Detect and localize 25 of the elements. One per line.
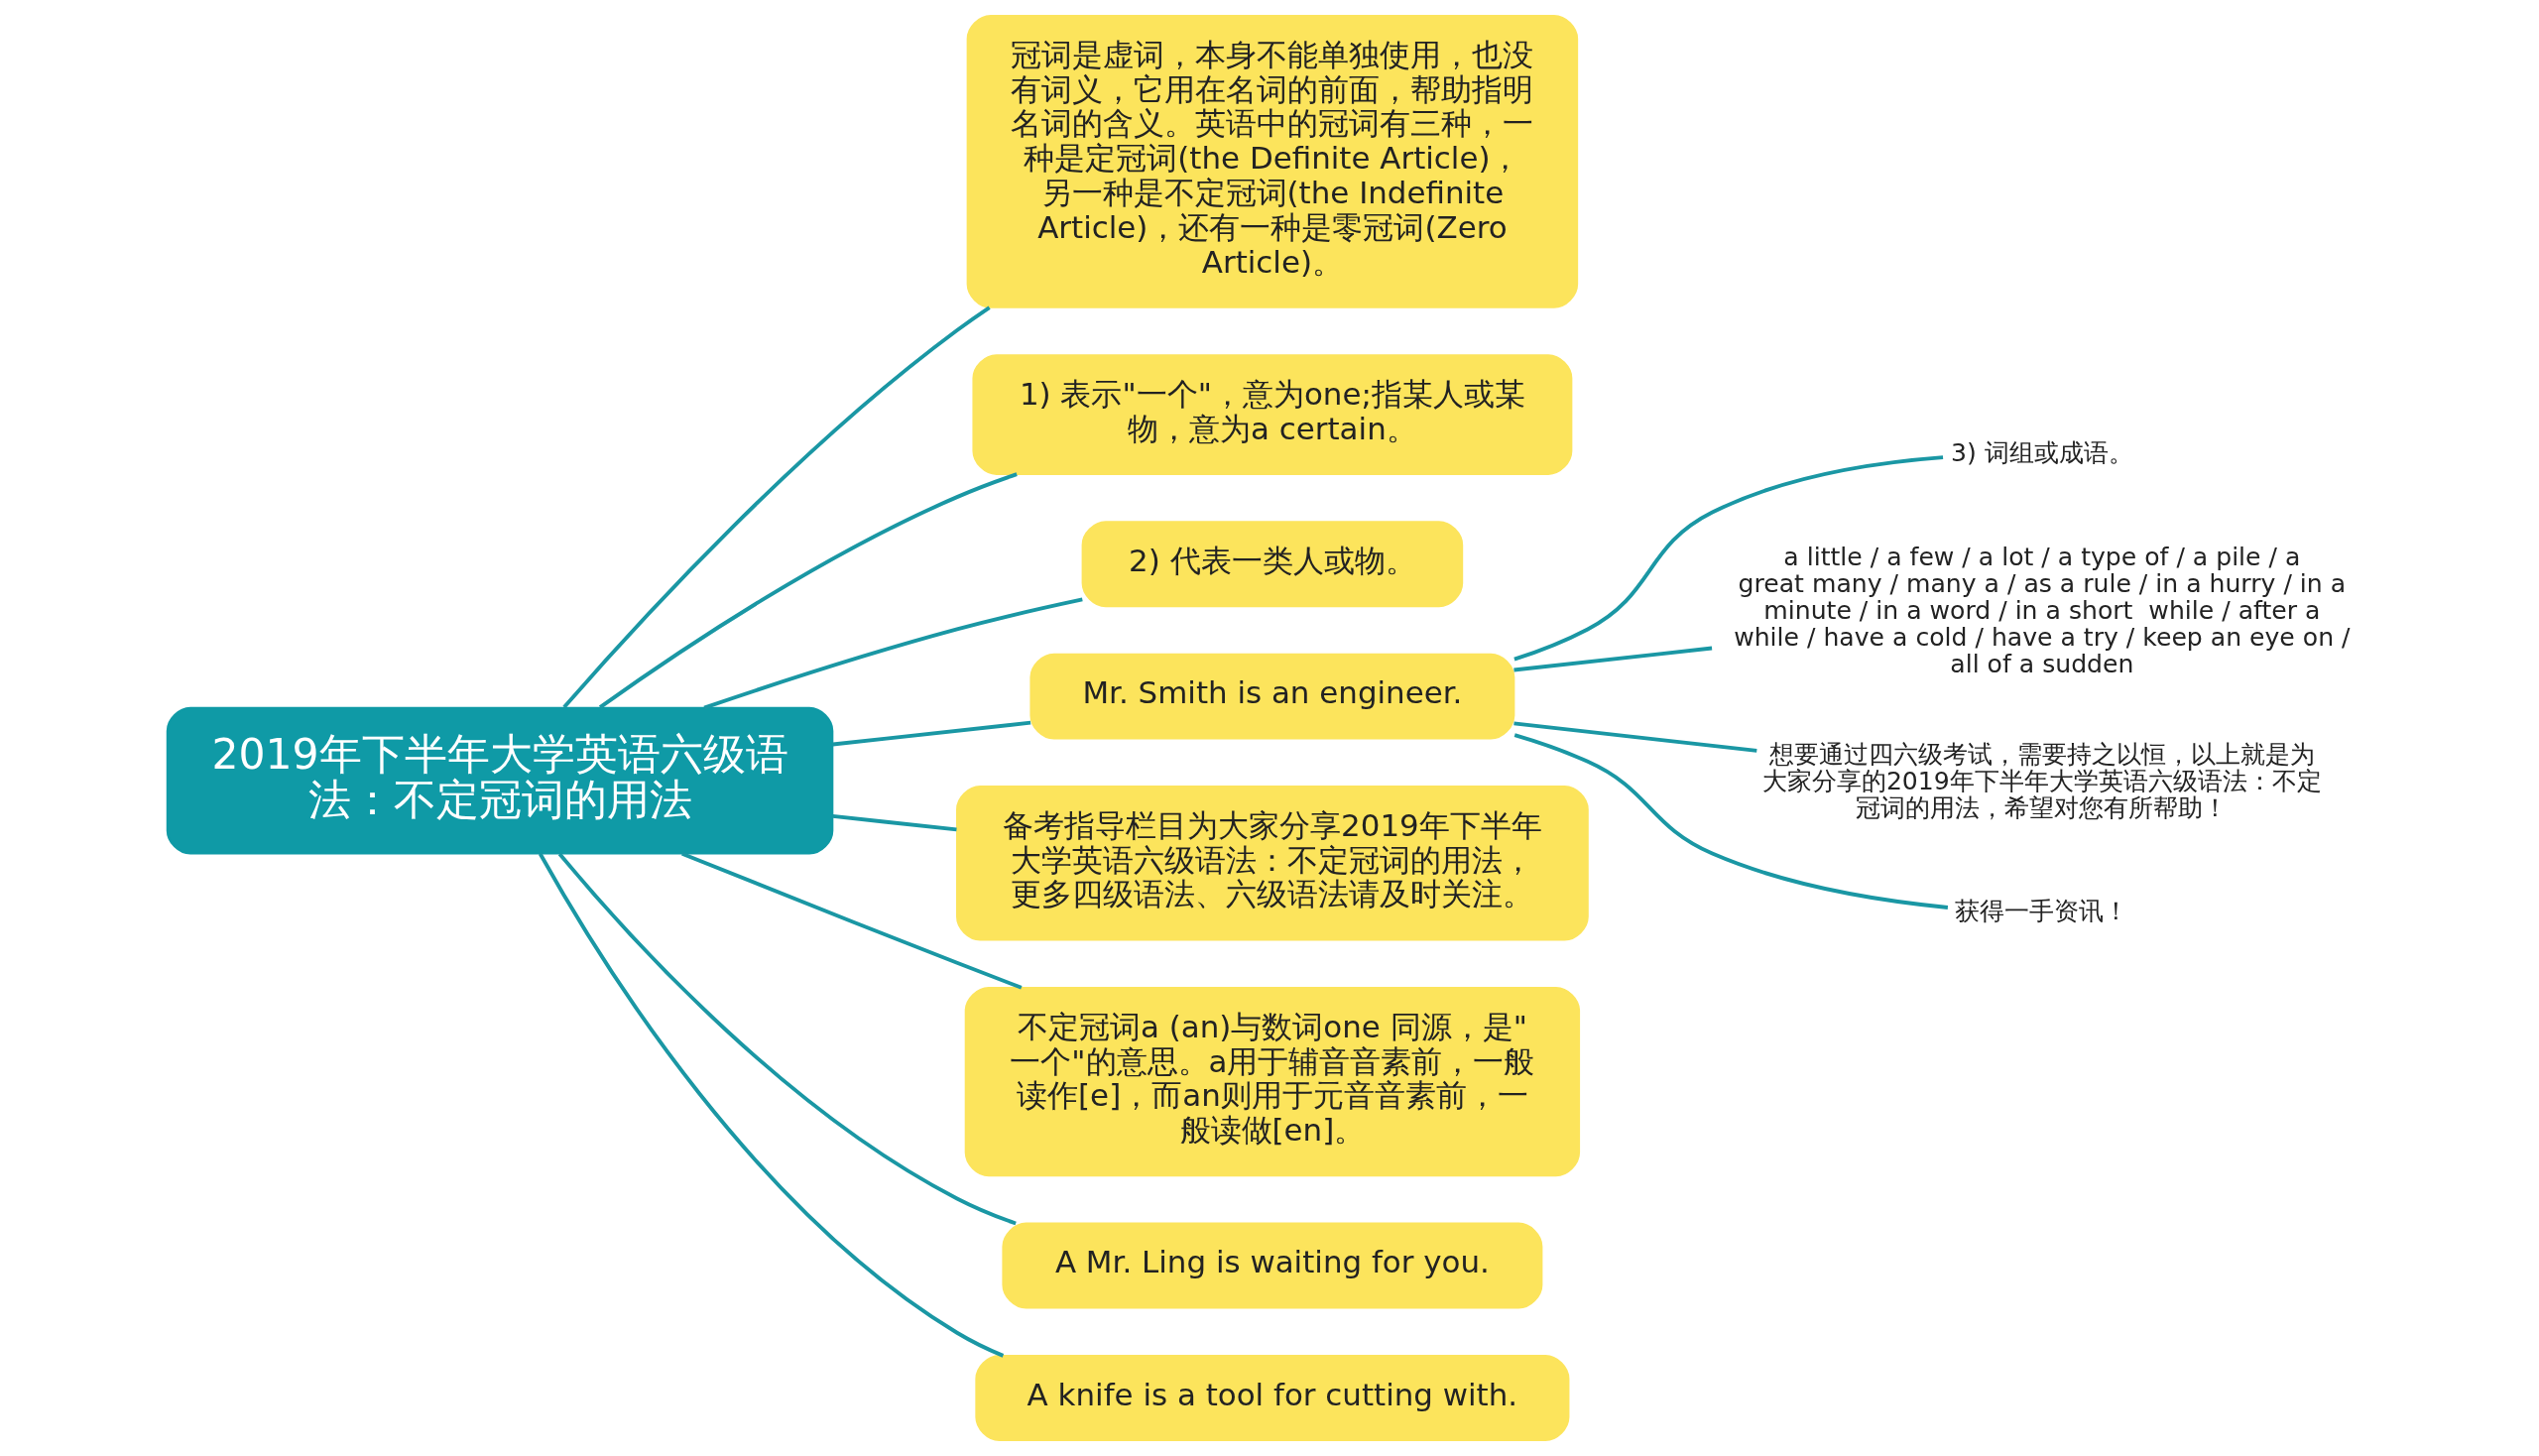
connector xyxy=(1513,646,1713,672)
node-text: a little / a few / a lot / a type of / a pile / a great many / many a / as a rule / in a hurry / in a minute / in a word / in a short while / after a while / have a cold / have a try / keep an eye on / all of a sudden xyxy=(1734,542,2351,678)
connector xyxy=(832,720,1031,747)
connector xyxy=(1513,733,1949,910)
connector xyxy=(1513,721,1757,753)
connector xyxy=(681,851,1023,990)
node-box: Mr. Smith is an engineer. xyxy=(1029,653,1515,740)
node-text: 想要通过四六级考试，需要持之以恒，以上就是为大家分享的2019年下半年大学英语六级语法：不定冠词的用法，希望对您有所帮助！ xyxy=(1761,739,2322,822)
node-box: A knife is a tool for cutting with. xyxy=(975,1354,1570,1441)
connector xyxy=(832,814,957,832)
node-box: 2019年下半年大学英语六级语法：不定冠词的用法 xyxy=(166,706,834,855)
connector xyxy=(538,852,1005,1358)
connector xyxy=(598,472,1018,709)
node-box: 备考指导栏目为大家分享2019年下半年大学英语六级语法：不定冠词的用法，更多四级语法、六级语法请及时关注。 xyxy=(956,786,1589,941)
node-box: A Mr. Ling is waiting for you. xyxy=(1002,1222,1543,1309)
node-box: 2) 代表一类人或物。 xyxy=(1081,521,1464,608)
node-box: 不定冠词a (an)与数词one 同源，是"一个"的意思。a用于辅音音素前，一般读作[e]，而an则用于元音音素前，一般读做[en]。 xyxy=(964,986,1581,1177)
node-box: 冠词是虚词，本身不能单独使用，也没有词义，它用在名词的前面，帮助指明名词的含义。英语中的冠词有三种，一种是定冠词(the Definite Article)，另一种是不定冠词(the Indefinite Article)，还有一种是零冠词(Zero Article)。 xyxy=(966,15,1579,308)
node-text: 3) 词组或成语。 xyxy=(1950,438,2133,468)
connector xyxy=(557,852,1017,1226)
node-box: 1) 表示"一个"，意为one;指某人或某物，意为a certain。 xyxy=(972,354,1573,475)
connector xyxy=(1513,455,1944,662)
node-text: 获得一手资讯！ xyxy=(1955,897,2129,926)
connector xyxy=(703,597,1083,710)
connector xyxy=(562,305,991,709)
